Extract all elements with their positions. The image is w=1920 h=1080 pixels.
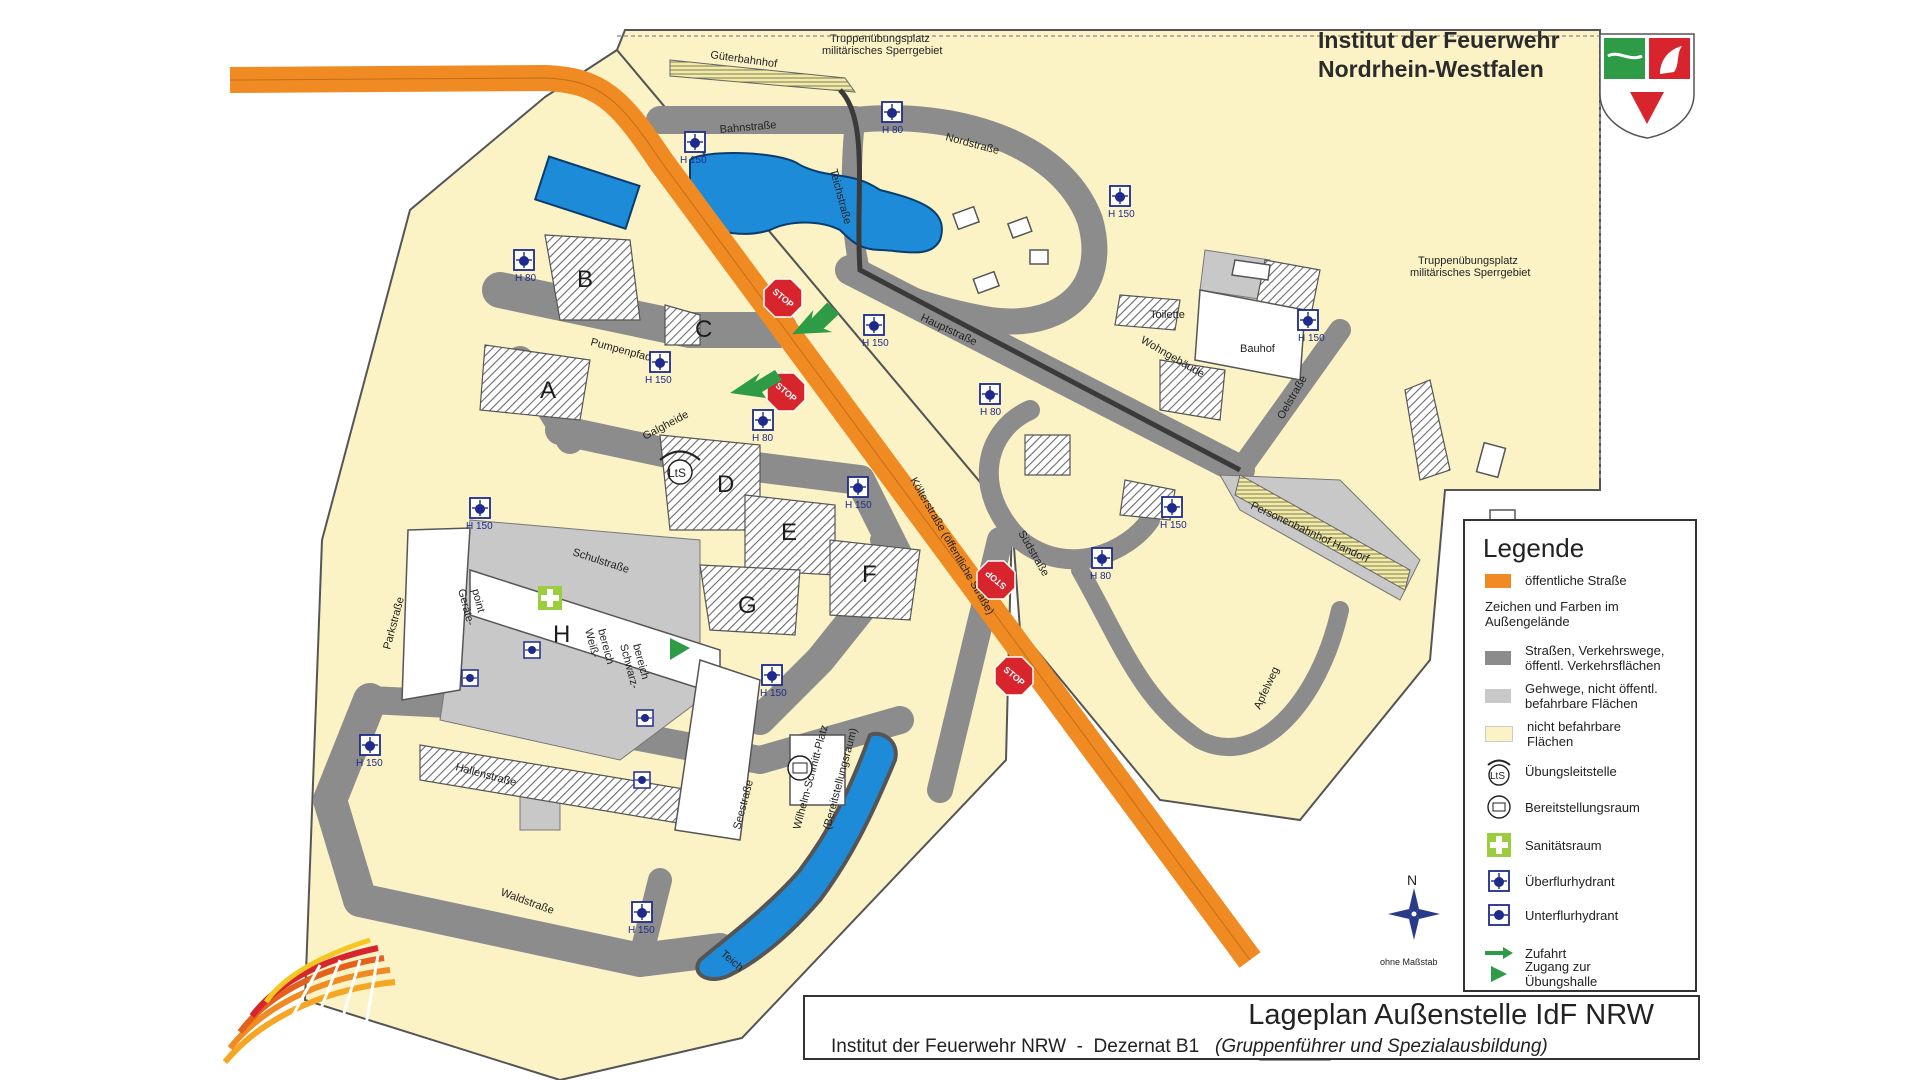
water-teich-canal — [695, 731, 898, 981]
sani-icon — [1487, 833, 1511, 857]
water-basin — [533, 155, 641, 230]
hydrant-overground-icon — [1488, 870, 1510, 892]
svg-text:H 80: H 80 — [1090, 571, 1112, 582]
legend-public-road: öffentliche Straße — [1485, 573, 1627, 588]
svg-text:H 80: H 80 — [515, 273, 537, 284]
building-label: A — [540, 377, 556, 404]
area-label: militärisches Sperrgebiet — [1410, 267, 1530, 279]
legend-zufahrt: Zufahrt — [1485, 939, 1566, 967]
title-block: Lageplan Außenstelle IdF NRW Institut de… — [803, 995, 1700, 1060]
building-label: F — [862, 561, 877, 588]
header-line-1: Institut der Feuerwehr — [1318, 27, 1560, 53]
building-label: C — [695, 316, 712, 343]
arrow-right-icon — [1485, 947, 1513, 959]
hydrants: H 150 H 80 H 150 H 80 H 150 H 150 H 80 H… — [356, 101, 1325, 936]
legend-title: Legende — [1483, 533, 1585, 563]
svg-text:H 80: H 80 — [980, 407, 1002, 418]
area-label: Truppenübungsplatz — [1418, 255, 1518, 267]
building-label: E — [781, 519, 797, 546]
building-label: H — [553, 621, 570, 648]
header-line-2: Nordrhein-Westfalen — [1318, 56, 1544, 82]
svg-text:H 150: H 150 — [862, 338, 889, 349]
hydrant-underground-icon — [1488, 904, 1510, 926]
public-road-edge — [229, 77, 1251, 961]
area-label: militärisches Sperrgebiet — [822, 45, 942, 57]
compass-north: N — [1407, 872, 1417, 888]
compass-scale: ohne Maßstab — [1380, 957, 1438, 967]
legend-lts: LtS Übungsleitstelle — [1485, 757, 1617, 786]
legend-panel: Legende öffentliche Straße Zeichen und F… — [1463, 519, 1697, 992]
area-label: Truppenübungsplatz — [830, 33, 930, 45]
coat-of-arms-icon — [1599, 33, 1695, 139]
institute-header: Institut der Feuerwehr Nordrhein-Westfal… — [1318, 26, 1560, 84]
legend-bereitstellungsraum: Bereitstellungsraum — [1485, 793, 1640, 821]
water-pond-north — [689, 152, 943, 254]
room-label: point — [469, 588, 487, 614]
lts-icon: LtS — [1487, 759, 1511, 786]
legend-walkways: Gehwege, nicht öffentl.befahrbare Fläche… — [1485, 681, 1658, 711]
track-main — [838, 88, 1242, 473]
svg-text:H 150: H 150 — [356, 758, 383, 769]
svg-text:H 150: H 150 — [680, 155, 707, 166]
buildings-plain — [401, 205, 1516, 841]
svg-text:H 150: H 150 — [466, 521, 493, 532]
bereitstellungsraum-icon — [1487, 795, 1511, 819]
svg-text:H 80: H 80 — [752, 433, 774, 444]
map-subtitle: Institut der Feuerwehr NRW - Dezernat B1… — [831, 1036, 1548, 1057]
building-label: G — [738, 592, 757, 619]
rail-gueterbahnhof — [669, 59, 857, 93]
svg-text:H 150: H 150 — [845, 500, 872, 511]
svg-text:H 150: H 150 — [760, 688, 787, 699]
svg-text:H 150: H 150 — [1108, 209, 1135, 220]
compass-icon — [1388, 888, 1440, 940]
street-label: Bahnstraße — [719, 119, 777, 136]
sani-icon — [538, 586, 562, 610]
area-label: Toilette — [1150, 309, 1185, 321]
legend-unterflur: Unterflurhydrant — [1485, 901, 1618, 929]
building-label: D — [717, 471, 734, 498]
svg-text:H 150: H 150 — [1160, 520, 1187, 531]
legend-ueberflur: Überflurhydrant — [1485, 867, 1615, 895]
svg-text:H 80: H 80 — [882, 125, 904, 136]
rail-personenbahnhof — [1234, 474, 1411, 591]
lts-icon: LtS — [659, 450, 701, 485]
institute-logo-icon — [222, 937, 396, 1064]
legend-roads: Straßen, Verkehrswege,öffentl. Verkehrsf… — [1485, 643, 1664, 673]
area-label: Bauhof — [1240, 343, 1276, 355]
svg-text:H 150: H 150 — [645, 375, 672, 386]
legend-sani: Sanitätsraum — [1485, 831, 1602, 859]
legend-subheading: Zeichen und Farben im Außengelände — [1485, 599, 1619, 629]
bereitstellungsraum-icon — [787, 755, 813, 781]
access-arrows — [670, 302, 840, 660]
triangle-icon — [1491, 966, 1507, 982]
svg-text:LtS: LtS — [668, 466, 686, 480]
map-title: Lageplan Außenstelle IdF NRW — [1248, 999, 1654, 1031]
svg-text:LtS: LtS — [1490, 771, 1505, 782]
svg-text:H 150: H 150 — [628, 925, 655, 936]
svg-text:H 150: H 150 — [1298, 333, 1325, 344]
building-label: B — [577, 266, 593, 293]
